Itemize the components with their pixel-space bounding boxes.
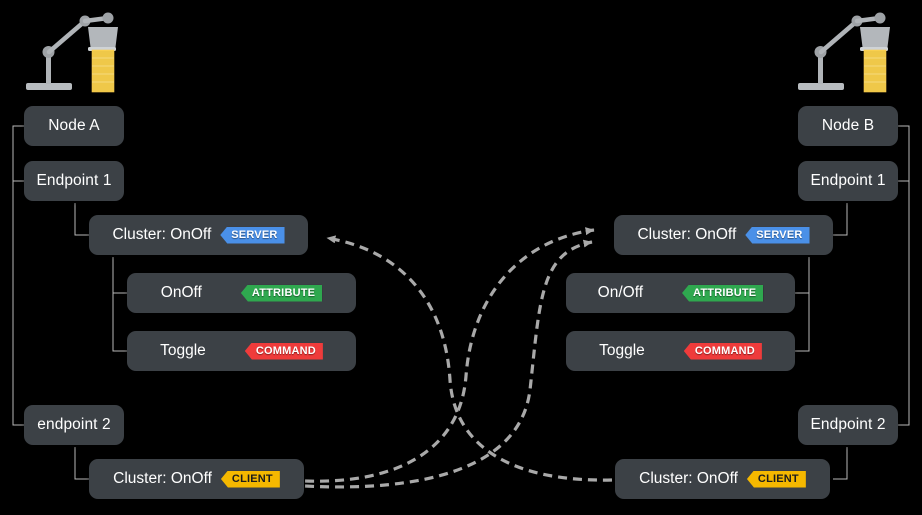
left-endpoint-1-label: Endpoint 1 [36, 172, 112, 189]
right-endpoint-1-box[interactable]: Endpoint 1 [798, 161, 898, 201]
left-attribute-box[interactable]: OnOff ATTRIBUTE [127, 273, 356, 313]
connector-left-ep1-cluster [74, 203, 89, 236]
right-endpoint-1-label: Endpoint 1 [810, 172, 886, 189]
right-cluster-client-label: Cluster: OnOff [639, 470, 738, 487]
connector-right-cluster-children [795, 257, 810, 352]
client-badge: CLIENT [220, 470, 280, 488]
right-attribute-label: On/Off [597, 284, 644, 301]
left-attribute-label: OnOff [160, 284, 202, 301]
left-endpoint-2-box[interactable]: endpoint 2 [24, 405, 124, 445]
command-badge: COMMAND [683, 342, 762, 360]
left-cluster-client-box[interactable]: Cluster: OnOff CLIENT [89, 459, 304, 499]
left-command-box[interactable]: Toggle COMMAND [127, 331, 356, 371]
connector-right-spine [898, 125, 910, 426]
connector-left-spine [12, 125, 24, 426]
connector-right-ep1-cluster [833, 203, 848, 236]
desk-lamp-icon-left [26, 12, 118, 93]
right-attribute-box[interactable]: On/Off ATTRIBUTE [566, 273, 795, 313]
right-cluster-client-box[interactable]: Cluster: OnOff CLIENT [615, 459, 830, 499]
server-badge: SERVER [220, 226, 285, 244]
right-command-label: Toggle [599, 342, 645, 359]
left-cluster-server-label: Cluster: OnOff [112, 226, 212, 243]
command-badge: COMMAND [244, 342, 323, 360]
connector-right-ep2-cluster [833, 447, 848, 480]
left-endpoint-2-label: endpoint 2 [37, 416, 111, 433]
left-cluster-client-label: Cluster: OnOff [113, 470, 212, 487]
node-a-label: Node A [48, 117, 100, 134]
node-b-label: Node B [821, 117, 875, 134]
right-endpoint-2-box[interactable]: Endpoint 2 [798, 405, 898, 445]
left-command-label: Toggle [160, 342, 206, 359]
right-cluster-server-label: Cluster: OnOff [637, 226, 737, 243]
server-badge: SERVER [745, 226, 810, 244]
client-badge: CLIENT [746, 470, 806, 488]
left-endpoint-1-box[interactable]: Endpoint 1 [24, 161, 124, 201]
attribute-badge: ATTRIBUTE [240, 284, 323, 302]
attribute-badge: ATTRIBUTE [682, 284, 764, 302]
left-cluster-server-box[interactable]: Cluster: OnOff SERVER [89, 215, 308, 255]
node-b-box[interactable]: Node B [798, 106, 898, 146]
connector-left-cluster-children [112, 257, 127, 352]
connector-left-ep2-cluster [74, 447, 89, 480]
node-a-box[interactable]: Node A [24, 106, 124, 146]
right-cluster-server-box[interactable]: Cluster: OnOff SERVER [614, 215, 833, 255]
right-endpoint-2-label: Endpoint 2 [810, 416, 886, 433]
right-command-box[interactable]: Toggle COMMAND [566, 331, 795, 371]
desk-lamp-icon-right [798, 12, 890, 93]
